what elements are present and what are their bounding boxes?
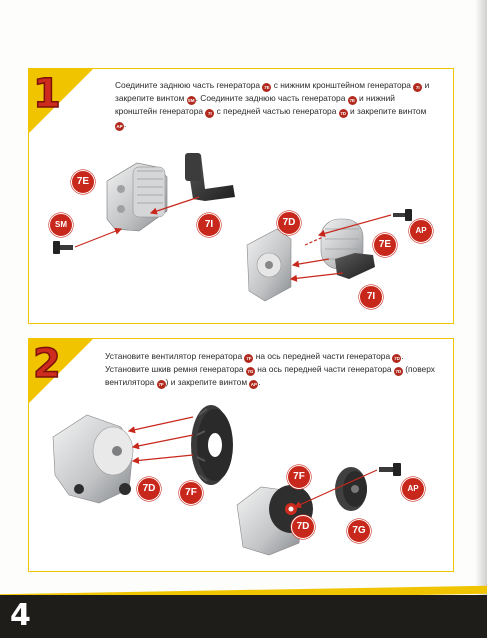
part-tag: AP — [115, 122, 124, 131]
callout-ap: AP — [409, 219, 433, 243]
page-footer — [0, 595, 487, 638]
callout-7f: 7F — [179, 481, 203, 505]
lower-bracket-7i — [185, 153, 235, 201]
callout-7e: 7E — [71, 170, 95, 194]
part-tag: 7E — [262, 83, 272, 92]
part-tag: 7E — [347, 96, 357, 105]
callout-7f-second: 7F — [287, 465, 311, 489]
step-1-instructions: Соедините заднюю часть генератора 7E с н… — [115, 80, 430, 131]
callout-7i: 7I — [197, 213, 221, 237]
step-2-panel: 2 Установите вентилятор генератора 7F на… — [28, 338, 454, 572]
part-tag: 7G — [245, 367, 255, 376]
part-tag: 7I — [205, 109, 215, 118]
step-1-number: 1 — [32, 70, 61, 118]
callout-7d: 7D — [277, 211, 301, 235]
step-2-illustration — [52, 405, 401, 556]
part-tag: 7D — [393, 367, 403, 376]
lower-bracket-7i-second — [335, 253, 375, 279]
step-corner-flag — [28, 68, 94, 134]
part-tag: 7I — [413, 83, 423, 92]
part-tag: 7D — [338, 109, 348, 118]
step-1-illustration — [53, 153, 412, 302]
step-2-number: 2 — [32, 340, 61, 388]
page-number: 4 — [10, 598, 31, 633]
part-tag: 7F — [244, 354, 254, 363]
part-tag: SM — [186, 96, 196, 105]
generator-rear-housing — [106, 162, 168, 232]
step-1-panel: 1 Соедините заднюю часть генератора 7E с… — [28, 68, 454, 324]
screw-ap-2 — [379, 463, 401, 476]
screw-ap — [393, 209, 412, 221]
belt-pulley-7g — [335, 467, 367, 511]
part-tag: AP — [249, 380, 259, 389]
generator-front-housing — [246, 228, 292, 302]
generator-front-housing-7d — [52, 414, 134, 504]
part-tag: 7D — [392, 354, 402, 363]
callout-7d: 7D — [137, 477, 161, 501]
callout-7e-second: 7E — [373, 233, 397, 257]
part-tag: 7F — [156, 380, 166, 389]
step-2-instructions: Установите вентилятор генератора 7F на о… — [105, 351, 435, 389]
callout-7i-second: 7I — [359, 285, 383, 309]
generator-fan-7f — [191, 405, 233, 485]
step-corner-flag — [28, 338, 94, 404]
callout-sm: SM — [49, 213, 73, 237]
screw-sm — [53, 241, 73, 254]
page-edge-shadow — [475, 0, 487, 638]
callout-7g: 7G — [347, 519, 371, 543]
callout-7d-second: 7D — [291, 515, 315, 539]
callout-ap: AP — [401, 477, 425, 501]
